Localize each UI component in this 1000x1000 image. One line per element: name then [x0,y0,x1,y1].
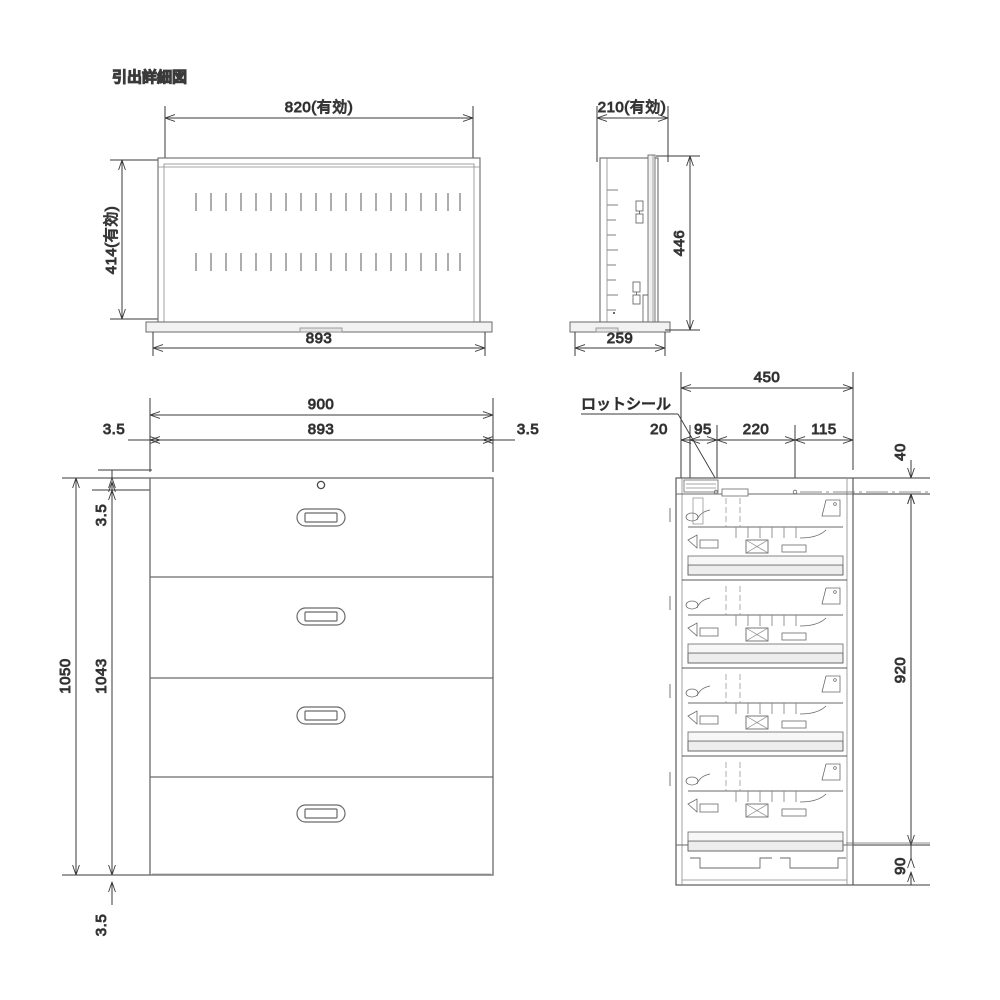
dim-820-effective: 820(有効) [164,99,474,162]
view-drawer-side-detail: 210(有効) [569,99,700,356]
dim-893-detail: 893 [152,330,486,356]
dim-90: 90 [853,844,930,886]
dim-label-210: 210(有効) [598,99,667,116]
dim-920: 920 [892,494,911,845]
section-drawer-unit-3 [682,674,847,757]
drawer-body-side [599,154,659,323]
dim-label-446: 446 [671,230,688,257]
view-cabinet-section: 450 ロットシール 20 95 220 115 [581,369,930,886]
dim-210-effective: 210(有効) [596,99,669,162]
dim-label-920: 920 [892,657,909,684]
dim-label-gap-left: 3.5 [103,421,125,438]
lot-seal-label: ロットシール [581,395,671,413]
slot-row-bottom [195,253,461,271]
side-latch-lower [632,281,641,305]
dim-414-effective: 414(有効) [103,159,168,320]
dim-gap-bottom: 3.5 [92,874,150,937]
drawer-handle-3[interactable] [296,706,346,725]
section-drawer-unit-2 [682,586,847,669]
dim-label-gap-right: 3.5 [517,421,539,438]
dim-900: 900 [149,396,494,470]
dim-446: 446 [656,155,700,331]
dim-label-115: 115 [811,421,836,438]
dim-label-1043: 1043 [93,658,110,693]
drawer-handle-2[interactable] [296,607,346,626]
dim-label-893-detail: 893 [306,330,333,347]
dim-1043: 1043 [92,489,150,876]
view-cabinet-front: 900 893 3.5 3.5 3.5 1050 [57,396,540,937]
drawer-base-plate [145,321,493,333]
dim-label-900: 900 [308,396,335,413]
dim-label-414: 414(有効) [103,206,120,275]
dim-40: 40 [853,443,930,512]
dim-label-893-front: 893 [308,421,335,438]
drawer-handle-4[interactable] [296,804,346,823]
drawer-handle-1[interactable] [296,508,346,527]
lock-keyhole-icon [316,480,326,490]
dim-label-220: 220 [743,421,770,438]
dim-label-1050: 1050 [57,658,74,693]
dim-450: 450 [680,369,854,470]
dim-259: 259 [574,330,666,356]
drawer-side-base-plate [569,321,671,333]
dim-label-259: 259 [607,330,634,347]
dim-label-450: 450 [754,369,781,386]
side-latch-upper [635,200,644,224]
sheet-title: 引出詳細図 [112,68,187,86]
side-scale-ticks [607,189,618,311]
dim-1050: 1050 [57,477,150,876]
dim-label-40: 40 [892,443,909,461]
dim-label-20: 20 [650,421,668,438]
section-drawer-unit-4 [685,762,930,852]
dim-label-90: 90 [892,857,909,875]
drawer-body-front [157,157,481,323]
view-drawer-front-detail: 820(有効) 414(有効) [103,99,493,356]
section-drawer-unit-1 [682,497,847,581]
slot-row-top [195,193,461,211]
dim-893-front: 893 3.5 3.5 [102,421,539,472]
dim-label-95: 95 [694,421,712,438]
dim-label-820: 820(有効) [285,99,354,116]
dim-gap-top: 3.5 [93,469,152,527]
dim-label-gap-bottom: 3.5 [93,914,110,936]
dim-label-gap-top: 3.5 [93,504,110,526]
